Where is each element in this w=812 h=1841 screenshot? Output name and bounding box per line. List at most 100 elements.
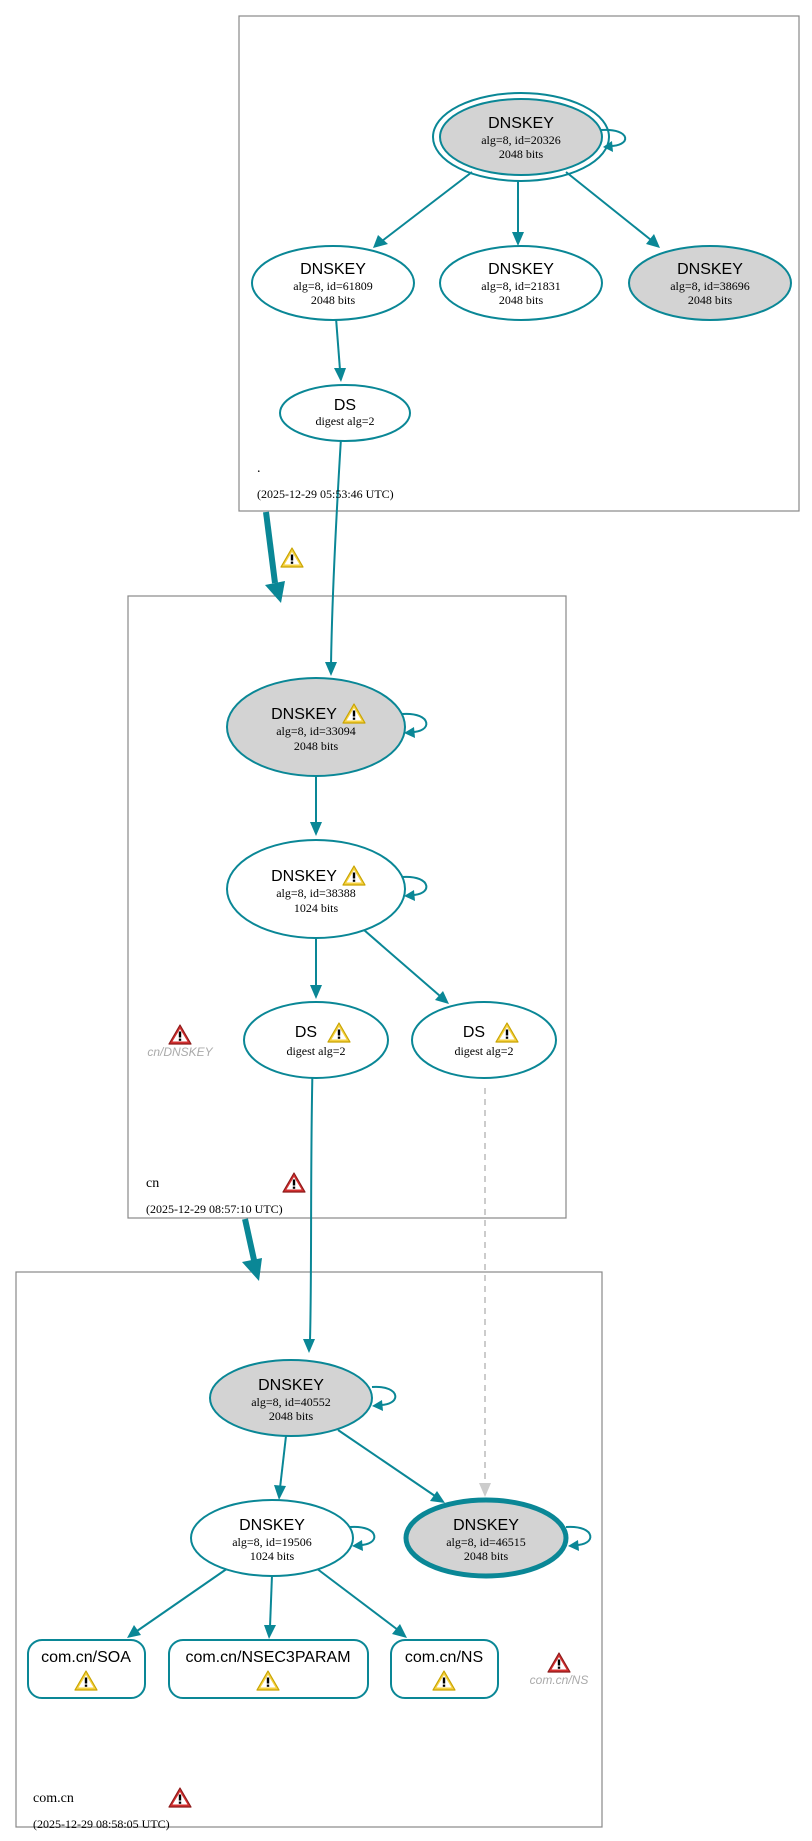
node-detail: alg=8, id=40552: [251, 1395, 331, 1409]
node-detail: alg=8, id=46515: [446, 1535, 526, 1549]
node-root-zsk1[interactable]: DNSKEY alg=8, id=61809 2048 bits: [251, 245, 415, 321]
comcn-ns-ghost-label: com.cn/NS: [530, 1673, 589, 1687]
delegation-root-to-cn: [263, 511, 278, 584]
node-type: com.cn/NSEC3PARAM: [185, 1649, 350, 1666]
arrow-head: [373, 235, 388, 248]
edge-comcn-ksk-to-key3: [337, 1429, 436, 1497]
delegation-cn-to-comcn: [242, 1218, 257, 1261]
arrow-head: [325, 662, 337, 676]
node-root-key3[interactable]: DNSKEY alg=8, id=38696 2048 bits: [628, 245, 792, 321]
node-comcn-soa[interactable]: com.cn/SOA: [27, 1639, 146, 1699]
edge-comcn-ksk-to-zsk: [279, 1435, 287, 1489]
node-detail: digest alg=2: [454, 1044, 513, 1058]
node-detail: 2048 bits: [311, 293, 356, 307]
zone-cn-timestamp: (2025-12-29 08:57:10 UTC): [146, 1202, 283, 1216]
arrow-head: [430, 1491, 445, 1503]
arrow-head: [479, 1483, 491, 1497]
arrow-head: [264, 1625, 276, 1639]
node-detail: 2048 bits: [294, 739, 339, 753]
node-detail: 2048 bits: [464, 1549, 509, 1563]
node-type: DNSKEY: [488, 261, 554, 278]
zone-cn-name: cn: [146, 1176, 159, 1191]
node-root-zsk2[interactable]: DNSKEY alg=8, id=21831 2048 bits: [439, 245, 603, 321]
arrow-head: [568, 1540, 579, 1551]
node-type: com.cn/NS: [405, 1649, 483, 1666]
edge-cn-ds1-to-comcn-ksk: [309, 1049, 314, 1341]
node-type: DS: [463, 1024, 485, 1041]
node-comcn-ns[interactable]: com.cn/NS: [390, 1639, 499, 1699]
node-detail: digest alg=2: [315, 414, 374, 428]
edge-comcn-key3-self: [565, 1525, 592, 1547]
edge-root-zsk1-to-ds: [335, 317, 341, 371]
node-comcn-zsk[interactable]: DNSKEY alg=8, id=19506 1024 bits: [190, 1499, 354, 1577]
arrow-head: [646, 234, 660, 248]
arrow-head: [310, 822, 322, 836]
node-detail: alg=8, id=61809: [293, 279, 373, 293]
node-detail: 2048 bits: [499, 293, 544, 307]
arrow-head: [372, 1400, 383, 1411]
node-root-ds[interactable]: DS digest alg=2: [279, 384, 411, 442]
edge-root-ksk-to-key3: [565, 171, 652, 241]
node-detail: alg=8, id=20326: [481, 133, 561, 147]
zone-comcn-name: com.cn: [33, 1791, 74, 1806]
node-cn-ds2[interactable]: DS digest alg=2: [411, 1001, 557, 1079]
node-detail: alg=8, id=19506: [232, 1535, 312, 1549]
node-type: DS: [334, 397, 356, 414]
arrow-head: [435, 991, 449, 1004]
node-type: DNSKEY: [258, 1377, 324, 1394]
arrow-head: [352, 1540, 363, 1551]
node-type: DNSKEY: [239, 1517, 305, 1534]
edge-root-ds-to-cn-ksk: [330, 437, 342, 666]
node-detail: alg=8, id=38388: [276, 886, 356, 900]
node-detail: alg=8, id=38696: [670, 279, 750, 293]
arrow-head: [127, 1625, 141, 1638]
edge-comcn-zsk-to-nsec3param: [269, 1574, 273, 1628]
edge-comcn-zsk-self: [349, 1525, 376, 1547]
node-cn-ds1[interactable]: DS digest alg=2: [243, 1001, 389, 1079]
arrow-head: [404, 727, 415, 738]
arrow-head: [242, 1258, 262, 1281]
arrow-head: [334, 368, 346, 382]
edge-root-ksk-to-zsk1: [381, 171, 473, 242]
arrow-head: [404, 890, 415, 901]
cn-dnskey-ghost-label: cn/DNSKEY: [147, 1045, 213, 1059]
node-type: DS: [295, 1024, 317, 1041]
arrow-head: [303, 1339, 315, 1353]
zone-root-name: .: [257, 461, 261, 476]
node-type: DNSKEY: [677, 261, 743, 278]
edge-comcn-ksk-self: [371, 1385, 397, 1407]
node-detail: digest alg=2: [286, 1044, 345, 1058]
node-comcn-key3[interactable]: DNSKEY alg=8, id=46515 2048 bits: [403, 1497, 569, 1579]
zone-root-timestamp: (2025-12-29 05:53:46 UTC): [257, 487, 394, 501]
arrow-head: [512, 232, 524, 246]
node-type: DNSKEY: [453, 1517, 519, 1534]
warning-triangle-icon[interactable]: [280, 547, 304, 568]
arrow-head: [265, 581, 285, 603]
node-detail: 2048 bits: [269, 1409, 314, 1423]
node-comcn-nsec3param[interactable]: com.cn/NSEC3PARAM: [168, 1639, 369, 1699]
node-cn-ksk[interactable]: DNSKEY alg=8, id=33094 2048 bits: [226, 677, 406, 777]
edge-cn-zsk-to-ds2: [363, 929, 441, 997]
node-detail: 1024 bits: [250, 1549, 295, 1563]
edge-cn-zsk-self: [401, 875, 428, 897]
arrow-head: [310, 985, 322, 999]
node-type: DNSKEY: [300, 261, 366, 278]
node-type: DNSKEY: [271, 706, 337, 723]
arrow-head: [392, 1624, 407, 1638]
node-detail: 2048 bits: [499, 147, 544, 161]
edge-comcn-zsk-to-soa: [136, 1567, 229, 1632]
node-detail: 1024 bits: [294, 901, 339, 915]
edge-comcn-zsk-to-ns: [315, 1567, 399, 1631]
node-type: DNSKEY: [488, 115, 554, 132]
arrow-head: [274, 1485, 286, 1500]
edge-cn-ksk-self: [401, 712, 428, 734]
zone-comcn-timestamp: (2025-12-29 08:58:05 UTC): [33, 1817, 170, 1831]
node-detail: 2048 bits: [688, 293, 733, 307]
node-detail: alg=8, id=21831: [481, 279, 561, 293]
node-root-ksk[interactable]: DNSKEY alg=8, id=20326 2048 bits: [432, 92, 610, 182]
node-comcn-ksk[interactable]: DNSKEY alg=8, id=40552 2048 bits: [209, 1359, 373, 1437]
node-detail: alg=8, id=33094: [276, 724, 356, 738]
node-cn-zsk[interactable]: DNSKEY alg=8, id=38388 1024 bits: [226, 839, 406, 939]
node-type: com.cn/SOA: [41, 1649, 131, 1666]
